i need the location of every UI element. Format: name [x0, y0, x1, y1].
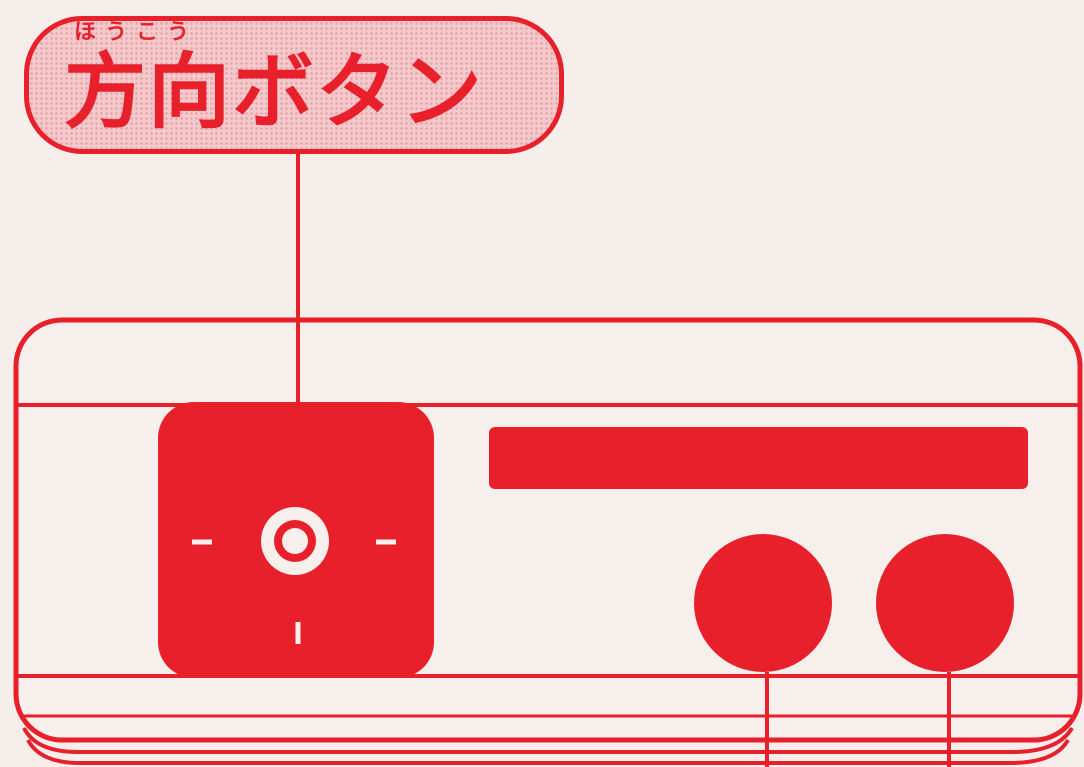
label-title: 方向ボタン [64, 45, 485, 140]
controller-bottom-edge-2 [22, 726, 1074, 754]
label-furigana: ほうこう [74, 20, 199, 45]
controller-top-bar [489, 427, 1028, 489]
circle-button-icon-2[interactable] [876, 534, 1014, 672]
label-bubble [24, 16, 564, 154]
ring-icon-hole [282, 528, 308, 554]
circle-button-icon[interactable] [694, 534, 832, 672]
controller-bottom-edge-3 [26, 738, 1070, 765]
